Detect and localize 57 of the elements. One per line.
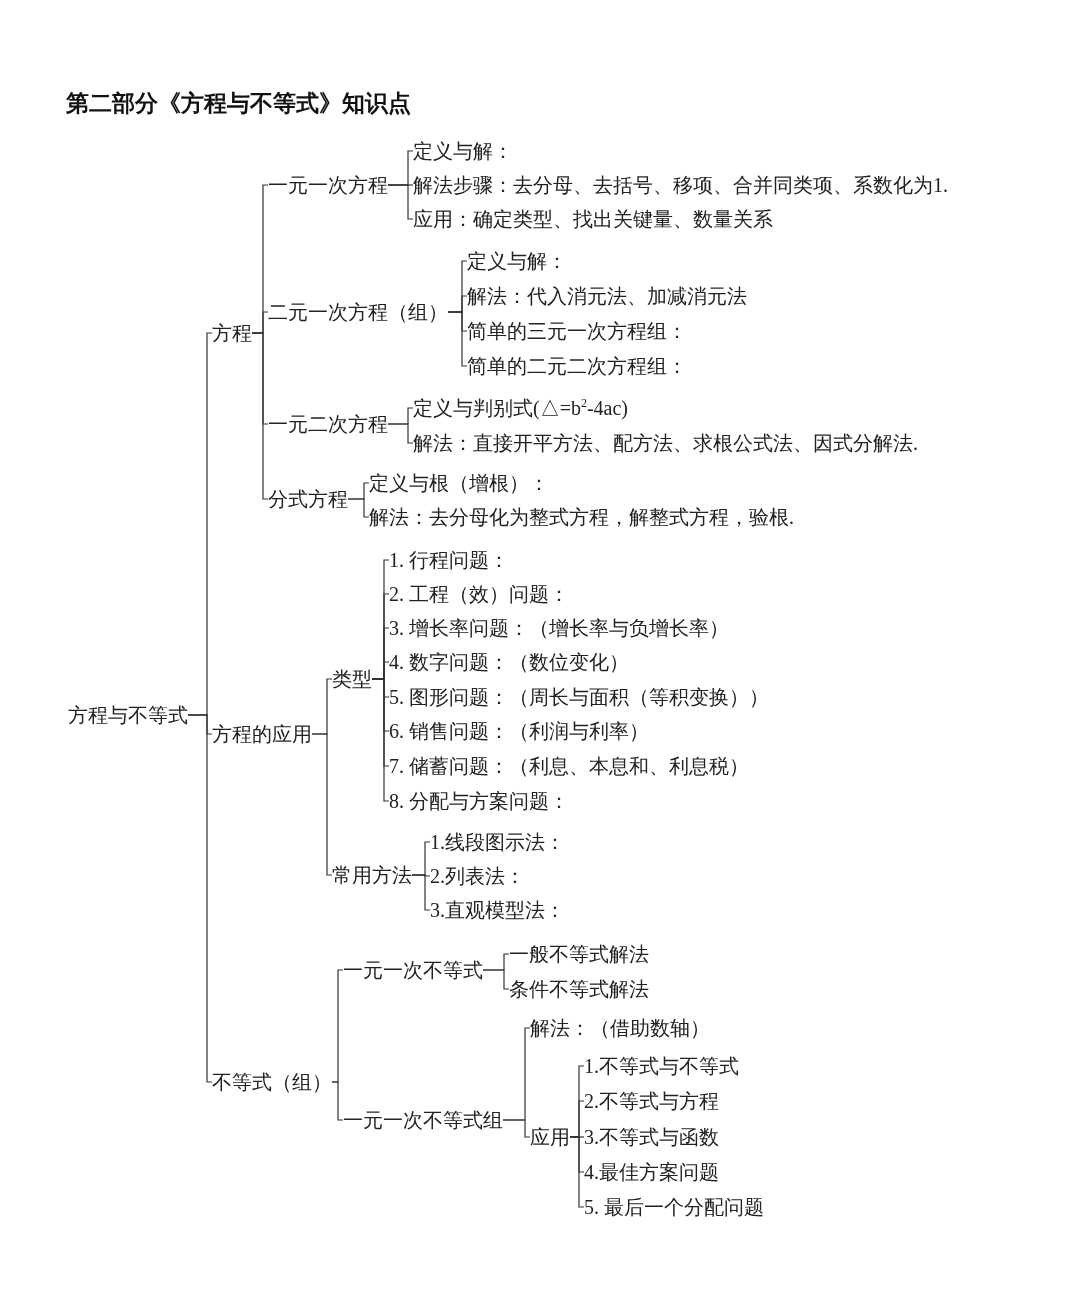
tree-node-text: 一元一次方程 bbox=[268, 173, 388, 197]
tree-node-text: 定义与解： bbox=[467, 249, 567, 273]
brace-connector bbox=[331, 1081, 344, 1121]
brace-connector bbox=[387, 184, 414, 220]
tree-node-text: 应用 bbox=[530, 1125, 570, 1149]
brace-connector bbox=[411, 874, 431, 911]
tree-node-text: 5. 图形问题：（周长与面积（等积变换）） bbox=[389, 685, 769, 709]
brace-connector bbox=[569, 1136, 585, 1208]
brace-connector bbox=[251, 332, 269, 500]
tree-node-text: 2.列表法： bbox=[430, 864, 525, 888]
tree-node-text: 4.最佳方案问题 bbox=[584, 1160, 719, 1184]
tree-node-text: 简单的二元二次方程组： bbox=[467, 354, 687, 378]
brace-connector bbox=[387, 423, 414, 444]
tree-node-text: 3. 增长率问题：（增长率与负增长率） bbox=[389, 616, 729, 640]
diagram-title: 第二部分《方程与不等式》知识点 bbox=[66, 89, 411, 118]
tree-node-text: 1. 行程问题： bbox=[389, 548, 509, 572]
brace-connector bbox=[502, 1119, 531, 1138]
brace-connector bbox=[187, 714, 213, 1083]
tree-node-text: 条件不等式解法 bbox=[509, 977, 649, 1001]
tree-node-text: 定义与判别式(△=b$^{2}$-4ac) bbox=[413, 396, 629, 420]
tree-node-text: 应用：确定类型、找出关键量、数量关系 bbox=[413, 207, 773, 231]
tree-node-text: 定义与根（增根）： bbox=[369, 471, 549, 495]
tree-node-text: 简单的三元一次方程组： bbox=[467, 319, 687, 343]
tree-node-text: 常用方法 bbox=[332, 863, 412, 887]
tree-node-text: 一般不等式解法 bbox=[509, 942, 649, 966]
tree-node-text: 方程的应用 bbox=[212, 722, 312, 746]
tree-node-text: 1.不等式与不等式 bbox=[584, 1054, 739, 1078]
tree-node-text: 定义与解： bbox=[413, 139, 513, 163]
tree-node-text: 一元一次不等式组 bbox=[343, 1108, 503, 1132]
brace-connector bbox=[311, 733, 333, 876]
tree-node-text: 方程与不等式 bbox=[68, 703, 188, 727]
tree-node-text: 二元一次方程（组） bbox=[268, 300, 448, 324]
tree-node-text: 解法：代入消元法、加减消元法 bbox=[467, 284, 747, 308]
tree-node-text: 8. 分配与方案问题： bbox=[389, 789, 569, 813]
brace-connector bbox=[447, 311, 468, 367]
tree-node-text: 6. 销售问题：（利润与利率） bbox=[389, 719, 649, 743]
tree-node-text: 解法：（借助数轴） bbox=[530, 1016, 710, 1040]
tree-node-text: 5. 最后一个分配问题 bbox=[584, 1195, 764, 1219]
tree-node-text: 不等式（组） bbox=[212, 1070, 332, 1094]
tree-node-text: 分式方程 bbox=[268, 487, 348, 511]
brace-connector bbox=[482, 969, 510, 990]
tree-node-text: 2. 工程（效）问题： bbox=[389, 582, 569, 606]
tree-node-text: 解法：去分母化为整式方程，解整式方程，验根. bbox=[369, 505, 794, 529]
tree-node-text: 3.不等式与函数 bbox=[584, 1125, 719, 1149]
tree-node-text: 类型 bbox=[332, 667, 372, 691]
tree-node-text: 4. 数字问题：（数位变化） bbox=[389, 650, 629, 674]
tree-node-text: 3.直观模型法： bbox=[430, 898, 565, 922]
tree-node-text: 解法：直接开平方法、配方法、求根公式法、因式分解法. bbox=[413, 431, 918, 455]
tree-node-text: 方程 bbox=[212, 321, 252, 345]
tree-node-text: 解法步骤：去分母、去括号、移项、合并同类项、系数化为1. bbox=[413, 173, 948, 197]
tree-node-text: 一元一次不等式 bbox=[343, 958, 483, 982]
tree-node-text: 7. 储蓄问题：（利息、本息和、利息税） bbox=[389, 754, 749, 778]
tree-node-text: 2.不等式与方程 bbox=[584, 1089, 719, 1113]
tree-node-text: 1.线段图示法： bbox=[430, 830, 565, 854]
tree-node-text: 一元二次方程 bbox=[268, 412, 388, 436]
brace-connector bbox=[371, 678, 390, 802]
brace-connector bbox=[347, 498, 370, 518]
